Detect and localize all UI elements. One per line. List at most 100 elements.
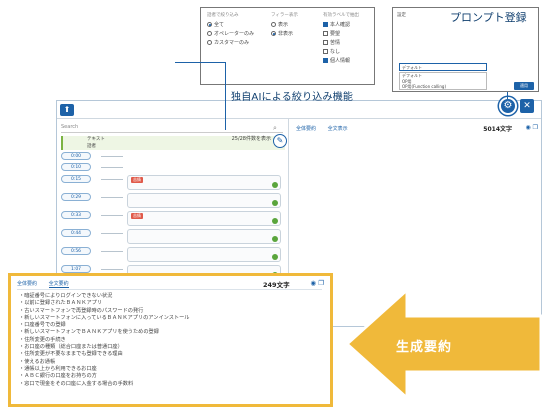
segment-connector xyxy=(101,251,123,252)
timestamp-badge[interactable]: 0:10 xyxy=(61,163,91,171)
arrow-label: 生成要約 xyxy=(396,340,453,355)
fulltext-icons: ◉ ❐ xyxy=(525,124,538,131)
copy-icon[interactable]: ❐ xyxy=(318,279,324,287)
speech-bubble: 苦情 xyxy=(127,211,281,226)
speech-bubble xyxy=(127,247,281,262)
speaker-option-operator[interactable]: オペレーターのみ xyxy=(207,30,254,39)
label-option-request[interactable]: 要望 xyxy=(323,30,359,39)
summary-icons: ◉ ❐ xyxy=(310,279,324,287)
prompt-registration-panel: 設定 プロンプト登録 デフォルト デフォルト OP用 OP用(Function … xyxy=(392,7,539,92)
label-filter: 有効ラベルで抽出 本人確認 要望 苦情 なし 個人情報 xyxy=(323,12,359,66)
transcript-header-row: テキスト 話者 25/28件数を表示 ✎ xyxy=(61,134,287,150)
settings-gear-button[interactable]: ⚙ xyxy=(499,97,517,115)
generated-summary-panel: 全体要約 全文要約 249文字 ◉ ❐ 暗証番号によりログインできない状況以前に… xyxy=(8,273,333,407)
summary-item: 使えるお通帳 xyxy=(19,359,259,366)
pin-icon[interactable]: ◉ xyxy=(310,279,317,287)
summary-item: 口座番号での登録 xyxy=(19,322,259,329)
radio-icon[interactable] xyxy=(207,40,212,45)
copy-icon[interactable]: ❐ xyxy=(532,124,538,131)
filter-connector-line xyxy=(175,62,226,63)
prompt-option-list: デフォルト OP用 OP用(Function calling) xyxy=(399,72,487,90)
filler-option-hide[interactable]: 非表示 xyxy=(271,30,298,39)
summary-tabs: 全体要約 全文要約 xyxy=(17,280,79,288)
filler-option-show[interactable]: 表示 xyxy=(271,21,298,30)
tab-overall-summary[interactable]: 全体要約 xyxy=(296,126,317,132)
summary-item: 住所変更の手続き xyxy=(19,337,259,344)
fulltext-tabs: 全体要約 全文表示 xyxy=(296,125,358,132)
prompt-option[interactable]: OP用(Function calling) xyxy=(402,84,447,89)
upload-button[interactable]: ⬆ xyxy=(60,104,74,116)
speaker-option-all[interactable]: 全て xyxy=(207,21,254,30)
check-icon xyxy=(272,218,278,224)
label-tag: 苦情 xyxy=(131,177,143,183)
segment-connector xyxy=(101,197,123,198)
timestamp-badge[interactable]: 0:33 xyxy=(61,211,91,219)
search-input[interactable]: Search ⌕ xyxy=(61,122,283,133)
label-option-complaint[interactable]: 苦情 xyxy=(323,39,359,48)
radio-icon[interactable] xyxy=(271,22,276,27)
radio-checked-icon[interactable] xyxy=(207,22,212,27)
prompt-panel-title: プロンプト登録 xyxy=(450,11,527,24)
segment-connector xyxy=(101,269,123,270)
pin-icon[interactable]: ◉ xyxy=(525,124,531,131)
check-icon xyxy=(272,182,278,188)
header-row-sub: 話者 xyxy=(87,144,96,149)
prompt-select[interactable]: デフォルト xyxy=(399,63,487,71)
prompt-option[interactable]: デフォルト xyxy=(402,73,422,78)
check-icon xyxy=(272,254,278,260)
summary-item: 古いスマートフォンで再登録時のパスワードの発行 xyxy=(19,308,259,315)
tab-overall-summary[interactable]: 全体要約 xyxy=(17,281,38,287)
checkbox-icon[interactable] xyxy=(323,40,328,45)
radio-icon[interactable] xyxy=(207,31,212,36)
timestamp-badge[interactable]: 0:00 xyxy=(61,152,91,160)
speech-bubble xyxy=(127,229,281,244)
filter-panel: 話者で絞り込み 全て オペレーターのみ カスタマーのみ フィラー表示 表示 非表… xyxy=(200,7,375,85)
speech-bubble xyxy=(127,193,281,208)
tab-full-summary[interactable]: 全文要約 xyxy=(48,281,69,288)
label-option-none[interactable]: なし xyxy=(323,48,359,57)
speaker-filter: 話者で絞り込み 全て オペレーターのみ カスタマーのみ xyxy=(207,12,254,48)
option-label: 要望 xyxy=(330,31,341,37)
option-label: オペレーターのみ xyxy=(214,31,255,37)
timestamp-badge[interactable]: 0:44 xyxy=(61,229,91,237)
timestamp-badge[interactable]: 1:07 xyxy=(61,265,91,273)
radio-checked-icon[interactable] xyxy=(271,31,276,36)
search-icon[interactable]: ⌕ xyxy=(273,124,277,132)
filler-filter-heading: フィラー表示 xyxy=(271,13,298,18)
speaker-option-customer[interactable]: カスタマーのみ xyxy=(207,39,254,48)
option-label: 苦情 xyxy=(330,40,341,46)
option-label: なし xyxy=(330,49,341,55)
tab-fulltext[interactable]: 全文表示 xyxy=(327,126,348,132)
option-label: 本人確認 xyxy=(330,22,351,28)
option-label: 個人情報 xyxy=(330,58,351,64)
label-option-personal[interactable]: 個人情報 xyxy=(323,57,359,66)
timestamp-badge[interactable]: 0:15 xyxy=(61,175,91,183)
summary-item: 新しいスマートフォンでＢＡＮＫアプリを使うための登録 xyxy=(19,329,259,336)
summary-item: 以前に登録されたＢＡＮＫアプリ xyxy=(19,300,259,307)
prompt-settings-label: 設定 xyxy=(397,13,406,18)
edit-pencil-icon[interactable]: ✎ xyxy=(273,134,287,148)
speaker-filter-heading: 話者で絞り込み xyxy=(207,13,239,18)
option-label: 全て xyxy=(214,22,225,28)
summary-list: 暗証番号によりログインできない状況以前に登録されたＢＡＮＫアプリ古いスマートフォ… xyxy=(19,293,259,388)
search-placeholder: Search xyxy=(61,124,79,130)
timestamp-badge[interactable]: 0:29 xyxy=(61,193,91,201)
timestamp-badge[interactable]: 0:56 xyxy=(61,247,91,255)
prompt-option[interactable]: OP用 xyxy=(402,78,412,84)
checkbox-checked-icon[interactable] xyxy=(323,22,328,27)
prompt-select-value: デフォルト xyxy=(402,65,422,70)
checkbox-checked-icon[interactable] xyxy=(323,58,328,63)
summary-item: 窓口で現金をその口座に入金する場合の手数料 xyxy=(19,381,259,388)
checkbox-icon[interactable] xyxy=(323,49,328,54)
header-row-label: テキスト xyxy=(87,137,105,142)
label-tag: 苦情 xyxy=(131,213,143,219)
header-row-count: 25/28件数を表示 xyxy=(231,136,271,142)
summary-item: 通帳以上から利用できるお口座 xyxy=(19,366,259,373)
summary-divider xyxy=(17,289,322,290)
label-option-identity[interactable]: 本人確認 xyxy=(323,21,359,30)
close-button[interactable]: ✕ xyxy=(520,99,534,113)
label-filter-heading: 有効ラベルで抽出 xyxy=(323,13,359,18)
checkbox-icon[interactable] xyxy=(323,31,328,36)
prompt-apply-button[interactable]: 適用 xyxy=(514,82,534,90)
app-toolbar: ⬆ xyxy=(57,101,541,119)
